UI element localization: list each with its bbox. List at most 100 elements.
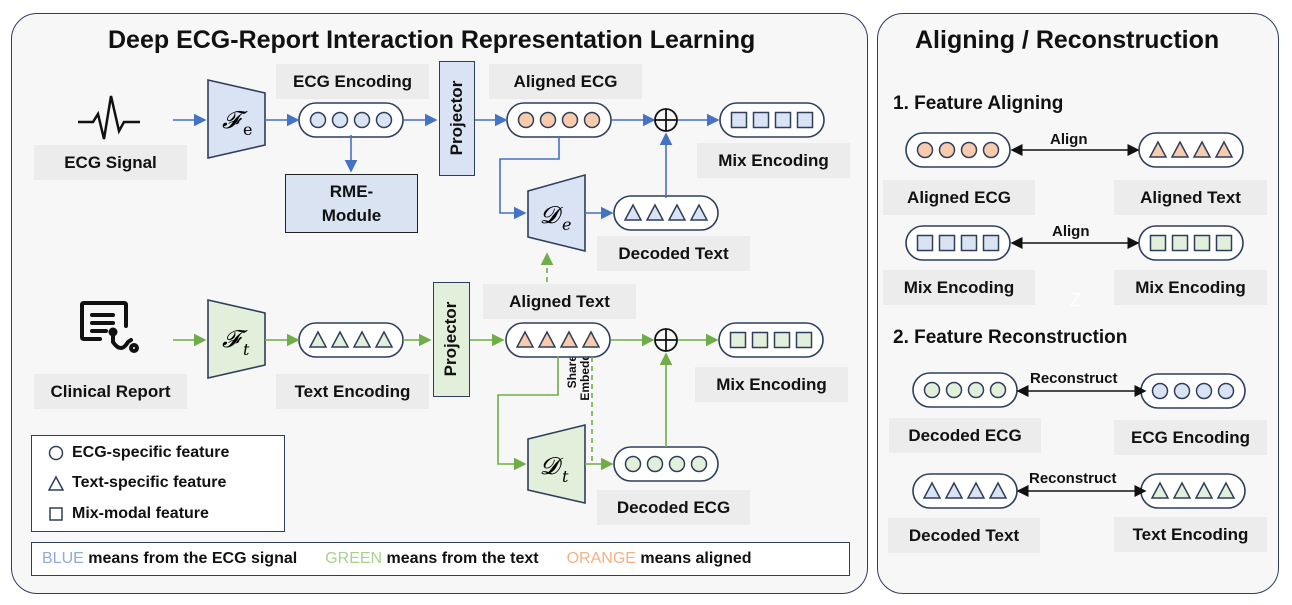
- text-projector: [433, 282, 470, 397]
- text-decoder-sub: t: [562, 467, 569, 486]
- rp-decoded-ecg-vector: [912, 372, 1018, 408]
- circle-feature-icon: [982, 141, 1000, 159]
- ecg-decoder-sub: e: [562, 215, 571, 234]
- circle-feature-icon: [967, 381, 985, 399]
- legend-label: Mix-modal feature: [72, 505, 209, 522]
- square-feature-icon: [752, 111, 770, 129]
- ecg-arrows: [173, 113, 720, 220]
- rp-mix-encoding-text-label: Mix Encoding: [1114, 270, 1267, 305]
- aligned-text-vector: [505, 322, 611, 358]
- square-feature-icon: [1193, 234, 1211, 252]
- ecg-signal-label: ECG Signal: [34, 145, 187, 180]
- circle-feature-icon: [1151, 382, 1169, 400]
- triangle-feature-icon: [689, 203, 709, 221]
- triangle-icon: [48, 475, 64, 491]
- rme-module: RME- Module: [285, 174, 418, 233]
- triangle-feature-icon: [966, 481, 986, 499]
- text-encoding-vector: [298, 322, 404, 358]
- rme-line2: Module: [321, 205, 382, 225]
- ecg-decoder: 𝓓 e: [527, 173, 586, 253]
- circle-feature-icon: [646, 455, 664, 473]
- circle-icon: [48, 445, 64, 461]
- circle-feature-icon: [353, 111, 371, 129]
- text-encoder: 𝓕 t: [207, 298, 266, 380]
- align-reconstruct-title: Aligning / Reconstruction: [915, 26, 1220, 54]
- triangle-feature-icon: [537, 330, 557, 348]
- shape-legend: ECG-specific feature Text-specific featu…: [31, 435, 285, 532]
- orange-word: ORANGE: [566, 550, 636, 567]
- triangle-feature-icon: [1194, 481, 1214, 499]
- text-decoder: 𝓓 t: [527, 423, 586, 505]
- sum-node-top: [654, 108, 678, 132]
- aligned-ecg-label: Aligned ECG: [489, 64, 642, 99]
- vector-container: [905, 132, 1011, 168]
- aligned-ecg-vector: [506, 102, 612, 138]
- rp-decoded-ecg-label: Decoded ECG: [889, 418, 1041, 453]
- rp-text-encoding-label: Text Encoding: [1114, 517, 1267, 552]
- circle-feature-icon: [960, 141, 978, 159]
- clinical-report-label: Clinical Report: [34, 374, 187, 409]
- circle-feature-icon: [624, 455, 642, 473]
- circle-feature-icon: [1195, 382, 1213, 400]
- triangle-feature-icon: [944, 481, 964, 499]
- square-feature-icon: [729, 331, 747, 349]
- text-encoder-sub: t: [243, 340, 250, 359]
- square-feature-icon: [1149, 234, 1167, 252]
- square-feature-icon: [796, 111, 814, 129]
- circle-feature-icon: [1173, 382, 1191, 400]
- triangle-feature-icon: [515, 330, 535, 348]
- rp-ecg-encoding-vector: [1140, 373, 1246, 409]
- reconstruct-relation-1: Reconstruct: [1030, 370, 1118, 387]
- triangle-feature-icon: [1148, 140, 1168, 158]
- triangle-feature-icon: [1192, 140, 1212, 158]
- vector-container: [719, 102, 825, 138]
- rp-text-encoding-vector: [1140, 473, 1246, 509]
- circle-feature-icon: [517, 111, 535, 129]
- vector-container: [905, 225, 1011, 261]
- square-feature-icon: [774, 111, 792, 129]
- decoded-text-vector: [613, 195, 719, 231]
- legend-label: ECG-specific feature: [72, 444, 230, 461]
- rp-decoded-text-label: Decoded Text: [888, 518, 1040, 553]
- mix-encoding-label-top: Mix Encoding: [697, 143, 850, 178]
- circle-feature-icon: [309, 111, 327, 129]
- triangle-feature-icon: [623, 203, 643, 221]
- ecg-encoder: 𝓕 e: [207, 78, 266, 160]
- circle-feature-icon: [668, 455, 686, 473]
- triangle-feature-icon: [1214, 140, 1234, 158]
- circle-feature-icon: [539, 111, 557, 129]
- main-pipeline-title: Deep ECG-Report Interaction Representati…: [108, 26, 756, 54]
- rp-aligned-ecg-label: Aligned ECG: [883, 180, 1035, 215]
- rp-mix-encoding-ecg-vector: [905, 225, 1011, 261]
- feature-nodes: [298, 102, 1246, 509]
- clinical-report-icon: [80, 301, 139, 353]
- square-feature-icon: [982, 234, 1000, 252]
- circle-feature-icon: [583, 111, 601, 129]
- green-word: GREEN: [325, 550, 383, 567]
- legend-item-triangle: Text-specific feature: [48, 474, 226, 492]
- rp-mix-encoding-ecg-label: Mix Encoding: [883, 270, 1035, 305]
- ecg-encoder-sub: e: [243, 120, 252, 139]
- legend-item-square: Mix-modal feature: [48, 505, 209, 523]
- reconstruct-relation-2: Reconstruct: [1029, 470, 1117, 487]
- relation-arrows: [1010, 144, 1147, 497]
- triangle-feature-icon: [308, 330, 328, 348]
- decoded-ecg-vector: [613, 446, 719, 482]
- mix-encoding-vector-top: [719, 102, 825, 138]
- circle-feature-icon: [916, 141, 934, 159]
- triangle-feature-icon: [1150, 481, 1170, 499]
- square-feature-icon: [730, 111, 748, 129]
- orange-desc: means aligned: [640, 550, 752, 567]
- sum-node-bottom: [654, 328, 678, 352]
- color-key: BLUE means from the ECG signal GREEN mea…: [31, 542, 850, 576]
- square-icon: [49, 507, 63, 521]
- triangle-feature-icon: [1172, 481, 1192, 499]
- triangle-feature-icon: [1170, 140, 1190, 158]
- circle-feature-icon: [1217, 382, 1235, 400]
- rp-ecg-encoding-label: ECG Encoding: [1114, 420, 1267, 455]
- triangle-feature-icon: [645, 203, 665, 221]
- watermark: Z: [1070, 290, 1081, 310]
- triangle-feature-icon: [559, 330, 579, 348]
- text-encoding-label: Text Encoding: [276, 374, 429, 409]
- rp-mix-encoding-text-vector: [1138, 225, 1244, 261]
